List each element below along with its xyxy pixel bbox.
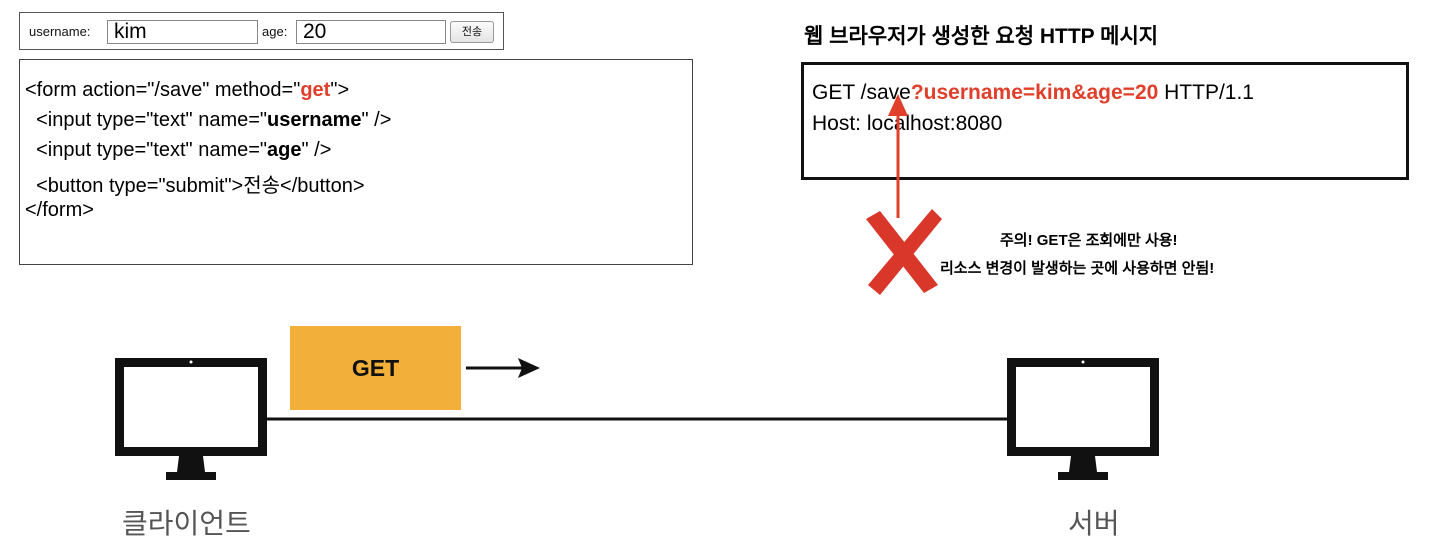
http-host-line: Host: localhost:8080 — [812, 112, 1003, 135]
age-field-name: age — [267, 139, 302, 161]
http-request-line: GET /save?username=kim&age=20 HTTP/1.1 — [812, 81, 1254, 104]
age-label: age: — [262, 24, 288, 39]
html-code-box: <form action="/save" method="get"> <inpu… — [19, 59, 693, 265]
monitor-icon — [115, 358, 267, 480]
username-field-name: username — [267, 109, 362, 131]
arrow-right-icon — [466, 358, 540, 378]
monitor-icon — [1007, 358, 1159, 480]
code-line-button: <button type="submit">전송</button> — [25, 175, 365, 197]
code-line-input-username: <input type="text" name="username" /> — [25, 109, 392, 131]
cross-icon — [866, 209, 942, 295]
arrow-up-icon — [888, 94, 908, 218]
username-input[interactable]: kim — [107, 20, 258, 44]
get-request-box: GET — [290, 326, 461, 410]
client-label: 클라이언트 — [122, 508, 251, 539]
method-value: get — [300, 79, 331, 101]
code-line-form-open: <form action="/save" method="get"> — [25, 79, 350, 101]
connection-line — [265, 417, 1010, 421]
username-label: username: — [29, 24, 91, 39]
http-message-title: 웹 브라우저가 생성한 요청 HTTP 메시지 — [804, 25, 1159, 48]
get-label: GET — [351, 354, 400, 381]
code-line-input-age: <input type="text" name="age" /> — [25, 139, 332, 161]
code-line-form-close: </form> — [25, 199, 94, 221]
query-string: ?username=kim&age=20 — [910, 81, 1159, 104]
server-label: 서버 — [1068, 508, 1120, 539]
rendered-form-preview: username: kim age: 20 전송 — [19, 12, 504, 50]
warning-line-2: 리소스 변경이 발생하는 곳에 사용하면 안됨! — [940, 260, 1215, 277]
age-input[interactable]: 20 — [296, 20, 446, 44]
warning-line-1: 주의! GET은 조회에만 사용! — [1000, 232, 1178, 249]
submit-button[interactable]: 전송 — [450, 21, 494, 43]
